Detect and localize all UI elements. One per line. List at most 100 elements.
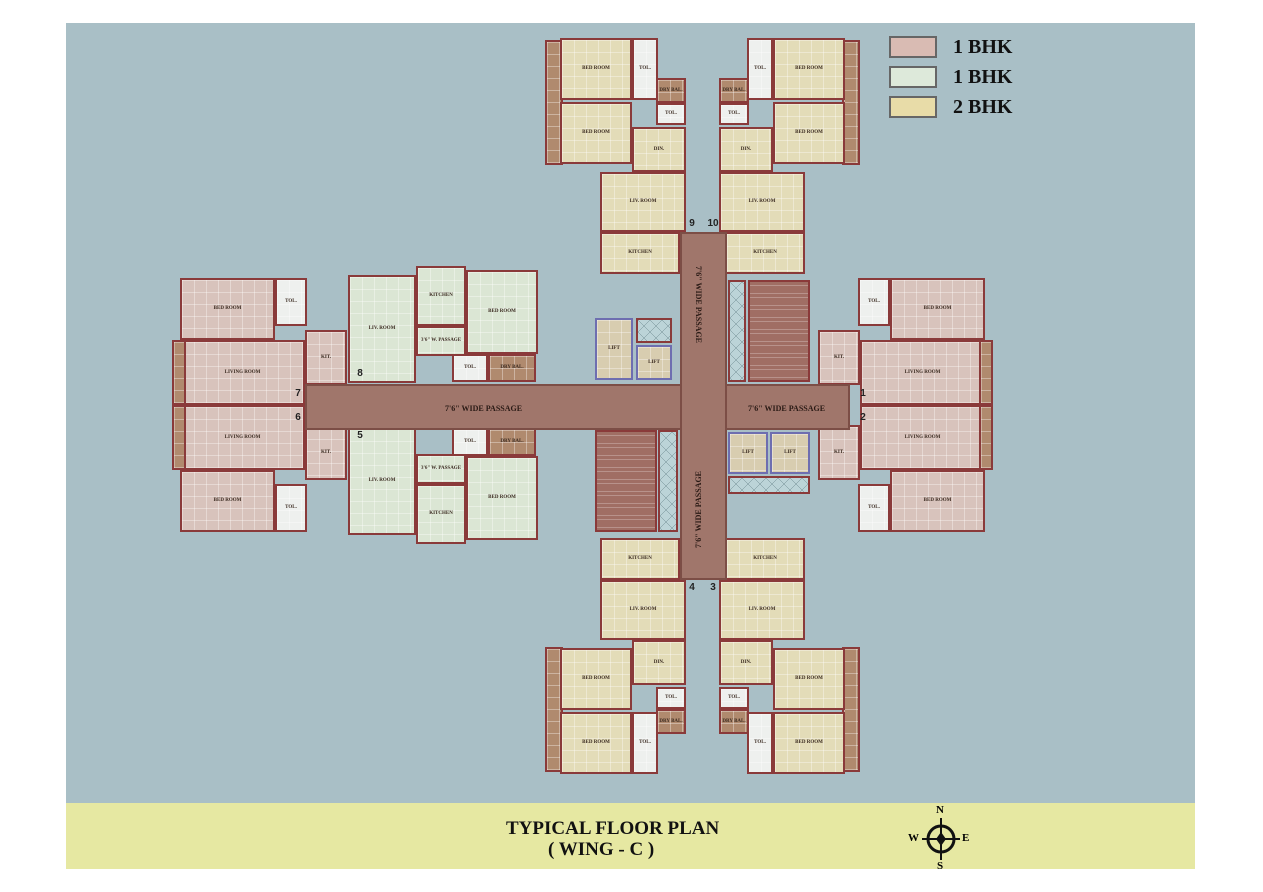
compass-e: E [962,832,970,844]
flat-number: 3 [710,582,716,593]
flat-3-dry-balcony: DRY BAL. [719,709,749,734]
room-label: DRY BAL. [500,439,524,445]
flat-1-balcony [979,340,993,405]
room-label: TOL. [754,66,766,72]
flat-10-balcony [842,40,860,165]
room-label: BED ROOM [923,306,952,312]
flat-4-toilet: TOL. [656,687,686,709]
room-label: DRY BAL. [722,718,746,724]
room-label: DRY BAL. [659,718,683,724]
room-label: TOL. [728,695,740,701]
flat-9-toilet: TOL. [656,103,686,125]
room-label: 3'6" W. PASSAGE [420,466,462,472]
room-label: BED ROOM [488,309,516,315]
flat-9-dry-balcony: DRY BAL. [656,78,686,103]
flat-1-kitchen: KIT. [818,330,860,385]
lift: LIFT [595,318,633,380]
flat-4-toilet: TOL. [632,712,658,774]
flat-number: 2 [860,412,866,423]
flat-9-bedroom: BED ROOM [560,102,632,164]
room-label: LIV. ROOM [748,199,776,205]
passage-label-east: 7'6" WIDE PASSAGE [748,404,826,413]
flat-8-inner-passage: 3'6" W. PASSAGE [416,326,466,356]
flat-4-dry-balcony: DRY BAL. [656,709,686,734]
flat-2-bedroom: BED ROOM [890,470,985,532]
lift: LIFT [770,432,810,474]
room-label: LIFT [608,346,620,352]
duct [728,280,746,382]
legend-item-1bhk-green: 1 BHK [889,62,1012,92]
room-label: LIVING ROOM [904,369,941,375]
staircase [748,280,810,382]
flat-10-living-room: LIV. ROOM [719,172,805,232]
room-label: LIV. ROOM [368,326,396,332]
room-label: KITCHEN [628,556,652,562]
flat-4-bedroom: BED ROOM [560,712,632,774]
room-label: KITCHEN [753,556,777,562]
flat-7-bedroom: BED ROOM [180,278,275,340]
room-label: TOL. [285,299,297,305]
flat-7-balcony [172,340,186,405]
room-label: TOL. [665,111,677,117]
flat-3-toilet: TOL. [719,687,749,709]
room-label: BED ROOM [582,740,610,746]
room-label: TOL. [868,299,880,305]
room-label: LIVING ROOM [224,369,261,375]
room-label: TOL. [639,66,651,72]
flat-10-dining: DIN. [719,127,773,172]
duct [636,318,672,343]
room-label: TOL. [754,740,766,746]
flat-8-toilet: TOL. [452,354,488,382]
flat-9-bedroom: BED ROOM [560,38,632,100]
legend-item-1bhk-pink: 1 BHK [889,32,1012,62]
flat-3-bedroom: BED ROOM [773,712,845,774]
room-label: LIV. ROOM [368,478,396,484]
flat-10-kitchen: KITCHEN [725,232,805,274]
flat-4-living-room: LIV. ROOM [600,580,686,640]
room-label: TOL. [665,695,677,701]
flat-1-toilet: TOL. [858,278,890,326]
room-label: KIT. [320,449,332,455]
flat-2-balcony [979,405,993,470]
legend-swatch [889,96,937,118]
flat-3-toilet: TOL. [747,712,773,774]
flat-number: 4 [689,582,695,593]
duct [728,476,810,494]
room-label: LIFT [648,359,660,365]
flat-10-bedroom: BED ROOM [773,102,845,164]
passage-label-west: 7'6" WIDE PASSAGE [445,404,523,413]
legend-label: 1 BHK [953,35,1013,58]
flat-8-dry-balcony: DRY BAL. [488,354,536,382]
flat-5-inner-passage: 3'6" W. PASSAGE [416,454,466,484]
flat-8-kitchen: KITCHEN [416,266,466,326]
flat-number: 9 [689,218,695,229]
title-band [66,803,1195,869]
flat-9-living-room: LIV. ROOM [600,172,686,232]
flat-6-living-room: LIVING ROOM [180,405,305,470]
room-label: DRY BAL. [659,87,683,93]
flat-7-kitchen: KIT. [305,330,347,385]
flat-5-dry-balcony: DRY BAL. [488,428,536,456]
room-label: TOL. [464,365,476,371]
flat-9-kitchen: KITCHEN [600,232,680,274]
room-label: TOL. [868,505,880,511]
flat-3-kitchen: KITCHEN [725,538,805,580]
flat-9-toilet: TOL. [632,38,658,100]
room-label: TOL. [285,505,297,511]
room-label: BED ROOM [582,130,610,136]
flat-6-bedroom: BED ROOM [180,470,275,532]
room-label: DRY BAL. [500,365,524,371]
room-label: KITCHEN [429,293,453,299]
room-label: LIV. ROOM [748,607,776,613]
compass-w: W [908,832,919,844]
room-label: BED ROOM [582,676,610,682]
room-label: LIVING ROOM [904,434,941,440]
flat-7-living-room: LIVING ROOM [180,340,305,405]
flat-2-kitchen: KIT. [818,425,860,480]
compass-n: N [936,804,944,816]
flat-3-bedroom: BED ROOM [773,648,845,710]
legend-label: 2 BHK [953,95,1013,118]
lift: LIFT [728,432,768,474]
flat-number: 7 [295,388,301,399]
flat-2-living-room: LIVING ROOM [860,405,985,470]
